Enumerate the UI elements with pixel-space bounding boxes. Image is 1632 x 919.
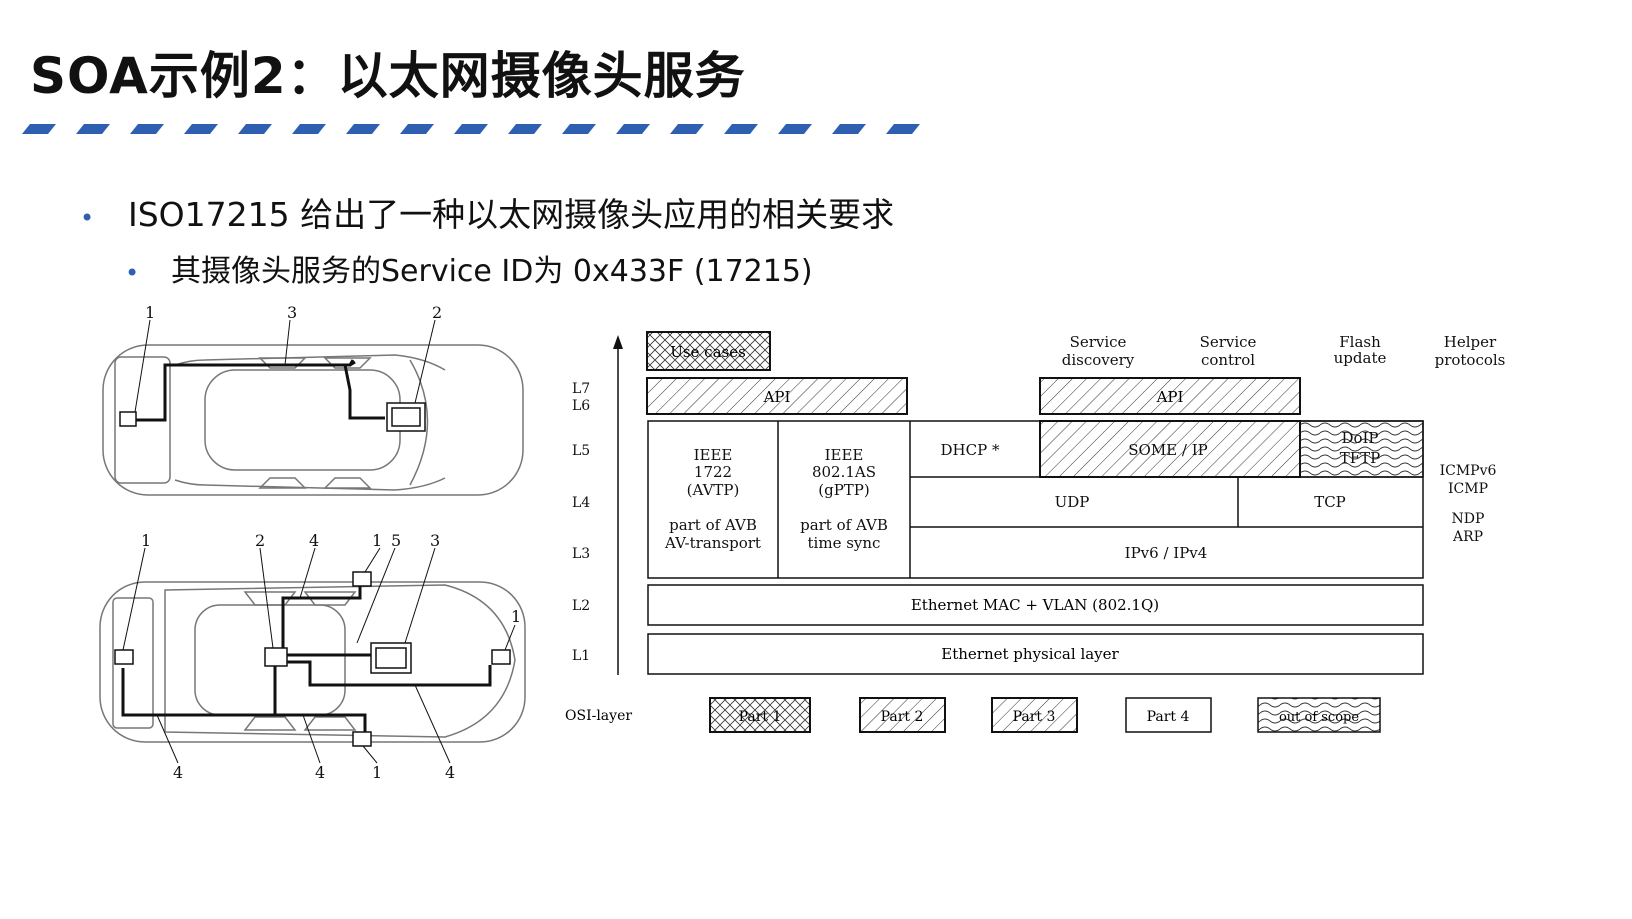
header-helper-protocols-2: protocols <box>1435 351 1506 369</box>
bullet-text: 其摄像头服务的Service ID为 0x433F (17215) <box>171 254 813 289</box>
gptp-line5: time sync <box>808 534 881 552</box>
helper-icmp: ICMP <box>1448 481 1488 497</box>
tcp-label: TCP <box>1314 493 1346 511</box>
api-left-label: API <box>763 388 791 406</box>
header-helper-protocols-1: Helper <box>1444 333 1497 351</box>
helper-ndp: NDP <box>1452 511 1485 527</box>
gptp-line4: part of AVB <box>800 516 888 534</box>
legend-part1: Part 1 <box>739 709 782 725</box>
car-bottom-label-4b: 4 <box>315 763 325 782</box>
header-service-discovery-2: discovery <box>1062 351 1135 369</box>
car-bottom-label-1: 1 <box>141 531 151 550</box>
helper-icmpv6: ICMPv6 <box>1440 463 1497 479</box>
bullet-dot: • <box>125 259 140 287</box>
tftp-label: TFTP <box>1340 449 1381 467</box>
dhcp-label: DHCP * <box>941 441 1000 459</box>
slide-title: SOA示例2：以太网摄像头服务 <box>30 47 746 105</box>
header-flash-update-1: Flash <box>1339 333 1381 351</box>
osi-layer-l7: L7 <box>572 381 590 397</box>
car-bottom-label-5: 5 <box>391 531 401 550</box>
someip-label: SOME / IP <box>1128 441 1208 459</box>
ipv-label: IPv6 / IPv4 <box>1125 544 1208 562</box>
osi-layer-l1: L1 <box>572 648 590 664</box>
udp-label: UDP <box>1055 493 1090 511</box>
legend-out-of-scope: out of scope <box>1279 710 1359 725</box>
ethernet-mac-label: Ethernet MAC + VLAN (802.1Q) <box>911 596 1159 614</box>
osi-layer-l5: L5 <box>572 443 590 459</box>
legend-title: OSI-layer <box>565 708 632 724</box>
bullet-dot: • <box>80 204 95 232</box>
helper-arp: ARP <box>1452 529 1483 545</box>
car-bottom-label-4: 4 <box>309 531 319 550</box>
ethernet-phy-label: Ethernet physical layer <box>941 645 1119 663</box>
car-bottom-label-1b: 1 <box>372 531 382 550</box>
osi-layer-l4: L4 <box>572 495 590 511</box>
osi-layer-l2: L2 <box>572 598 590 614</box>
car-camera-diagram: 1 3 2 1 2 4 1 5 3 1 4 4 1 4 <box>99 303 526 782</box>
avtp-line4: part of AVB <box>669 516 757 534</box>
osi-layer-l6: L6 <box>572 398 590 414</box>
car-bottom-label-4a: 4 <box>173 763 183 782</box>
car-bottom-label-right: 1 <box>511 607 521 626</box>
car-bottom-label-3: 3 <box>430 531 440 550</box>
bullet-iso17215: • ISO17215 给出了一种以太网摄像头应用的相关要求 <box>80 188 894 236</box>
doip-label: DoIP <box>1341 429 1378 447</box>
car-bottom-label-2: 2 <box>255 531 265 550</box>
car-top-label-1: 1 <box>145 303 155 322</box>
header-service-control-2: control <box>1201 351 1255 369</box>
header-service-discovery-1: Service <box>1070 333 1127 351</box>
car-bottom-label-4c: 4 <box>445 763 455 782</box>
legend-part4: Part 4 <box>1147 709 1190 725</box>
osi-stack-diagram: L7 L6 L5 L4 L3 L2 L1 Use cases API Servi… <box>565 331 1506 733</box>
gptp-line3: (gPTP) <box>818 481 870 499</box>
avtp-line3: (AVTP) <box>687 481 740 499</box>
bullet-service-id: • 其摄像头服务的Service ID为 0x433F (17215) <box>125 246 813 290</box>
use-cases-label: Use cases <box>670 343 746 361</box>
avtp-line5: AV-transport <box>664 534 761 552</box>
avtp-line2: 1722 <box>694 463 732 481</box>
osi-layer-l3: L3 <box>572 546 590 562</box>
legend-part3: Part 3 <box>1013 709 1056 725</box>
car-top-label-2: 2 <box>432 303 442 322</box>
title-dash-divider <box>22 124 920 134</box>
legend-part2: Part 2 <box>881 709 924 725</box>
gptp-line1: IEEE <box>825 446 864 464</box>
bullet-text: ISO17215 给出了一种以太网摄像头应用的相关要求 <box>128 195 895 234</box>
car-top-label-3: 3 <box>287 303 297 322</box>
gptp-line2: 802.1AS <box>812 463 876 481</box>
api-right-label: API <box>1156 388 1184 406</box>
header-flash-update-2: update <box>1334 349 1387 367</box>
header-service-control-1: Service <box>1200 333 1257 351</box>
avtp-line1: IEEE <box>694 446 733 464</box>
car-bottom-label-1c: 1 <box>372 763 382 782</box>
